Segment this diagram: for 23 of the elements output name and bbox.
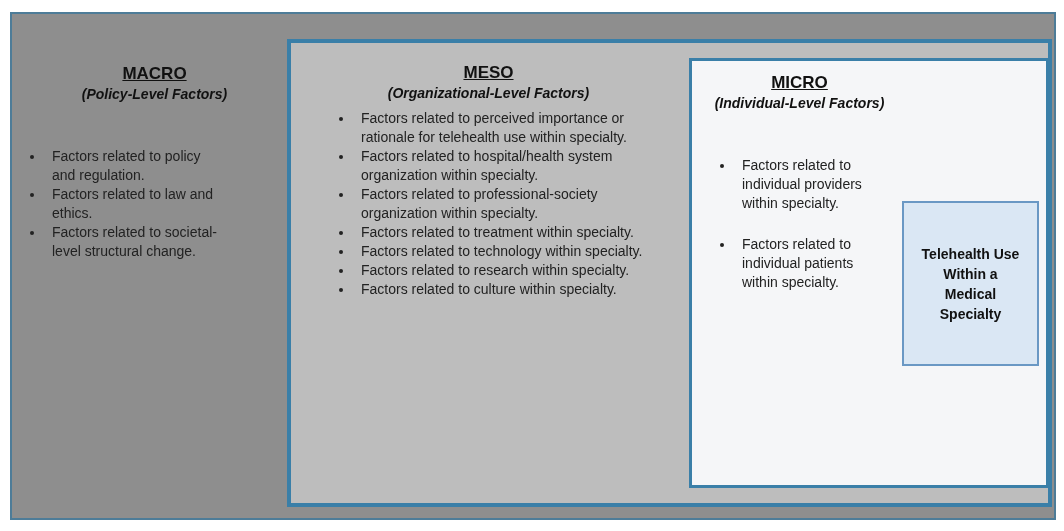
micro-panel <box>689 58 1049 488</box>
bullet-item: Factors related to treatment within specialty. <box>331 223 661 242</box>
outcome-box <box>902 201 1039 366</box>
level-subtitle: (Policy-Level Factors) <box>80 86 229 102</box>
bullet-item: Factors related to policy and regulation. <box>22 147 222 185</box>
meso-panel <box>287 39 1052 507</box>
bullet-item: Factors related to individual providers within specialty. <box>712 156 882 213</box>
bullet-item: Factors related to professional-society organization within specialty. <box>331 185 661 223</box>
level-heading: MICRO <box>770 73 829 93</box>
box-label: Telehealth Use Within a Medical Specialty <box>920 244 1021 324</box>
bullet-item: Factors related to individual patients within specialty. <box>712 235 882 292</box>
macro-panel <box>10 12 1056 520</box>
bullet-item: Factors related to hospital/health system organization within specialty. <box>331 147 661 185</box>
level-heading: MACRO <box>121 64 188 84</box>
bullet-item: Factors related to law and ethics. <box>22 185 222 223</box>
level-subtitle: (Individual-Level Factors) <box>713 95 886 111</box>
level-heading: MESO <box>462 63 515 83</box>
bullet-item: Factors related to societal-level structural change. <box>22 223 222 261</box>
bullet-item: Factors related to culture within specialty. <box>331 280 661 299</box>
bullet-item: Factors related to research within specialty. <box>331 261 661 280</box>
bullet-item: Factors related to technology within specialty. <box>331 242 661 261</box>
level-subtitle: (Organizational-Level Factors) <box>386 85 591 101</box>
bullet-item: Factors related to perceived importance or rationale for telehealth use within specialty. <box>331 109 661 147</box>
